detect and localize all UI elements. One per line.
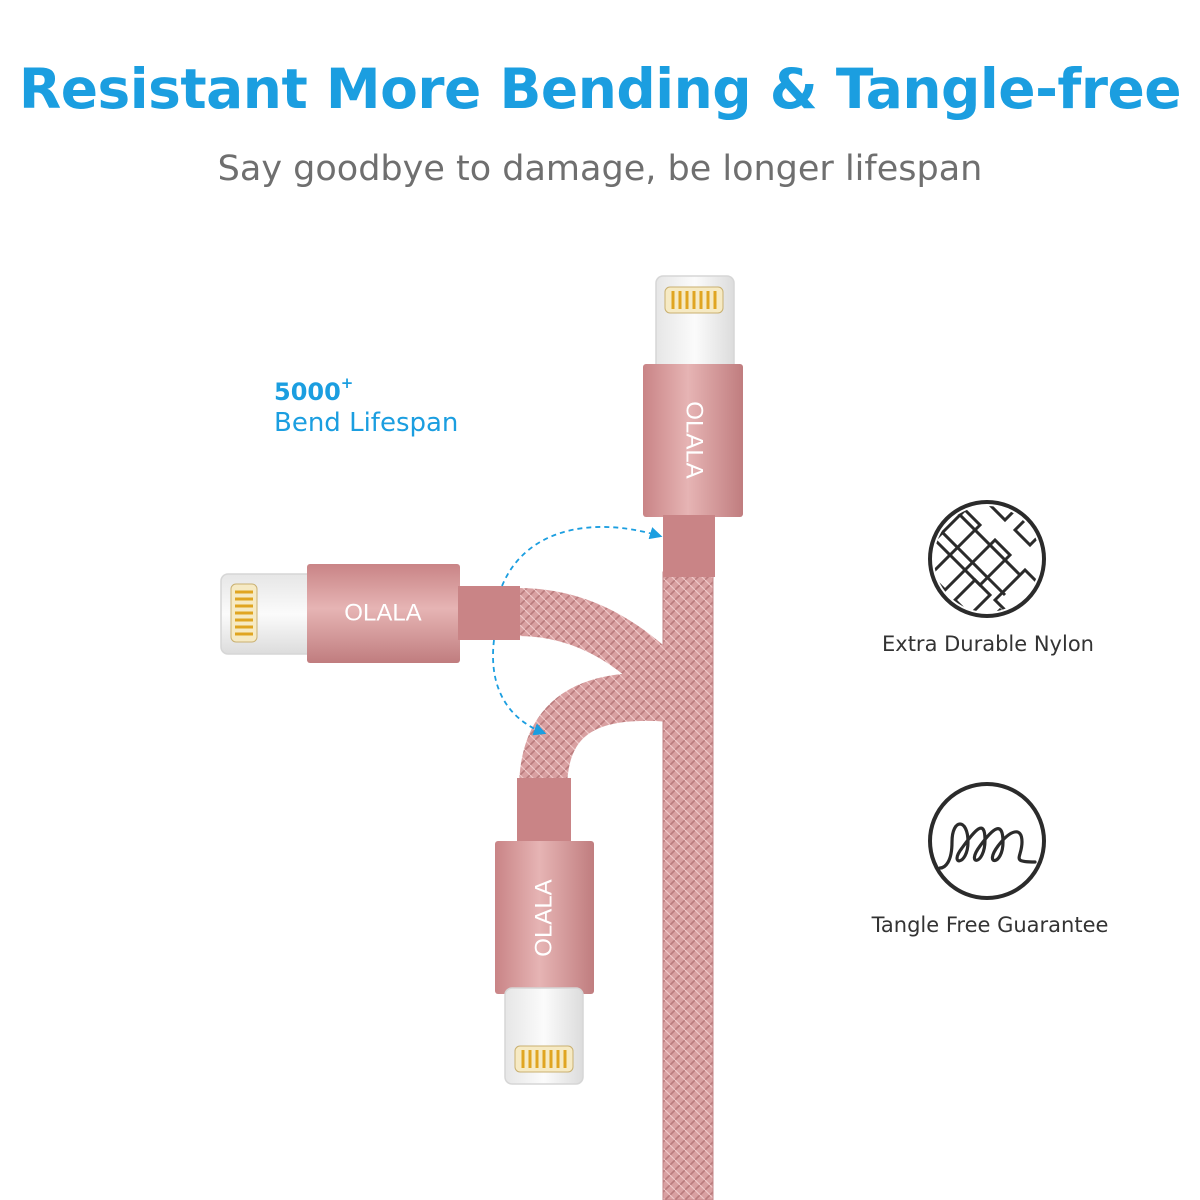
- weave-icon: [928, 500, 1046, 618]
- bottom-connector: OLALA: [495, 778, 594, 1085]
- bend-lifespan-label: Bend Lifespan: [274, 408, 459, 439]
- middle-bent-cable: [517, 588, 708, 722]
- bend-arrow-down: [492, 639, 547, 736]
- feature-label-tangle-free: Tangle Free Guarantee: [871, 913, 1109, 937]
- bend-lifespan-callout: 5000+ Bend Lifespan: [274, 374, 459, 439]
- svg-text:OLALA: OLALA: [681, 401, 708, 478]
- left-connector: OLALA: [220, 564, 520, 663]
- top-connector: OLALA: [643, 275, 743, 577]
- coil-icon: [928, 782, 1046, 900]
- feature-label-nylon: Extra Durable Nylon: [882, 632, 1094, 656]
- headline: Resistant More Bending & Tangle-free: [18, 57, 1182, 121]
- bend-arrow-up: [501, 526, 663, 587]
- svg-text:OLALA: OLALA: [530, 879, 557, 956]
- bend-count: 5000+: [274, 374, 354, 406]
- subheadline: Say goodbye to damage, be longer lifespa…: [217, 149, 983, 189]
- svg-text:OLALA: OLALA: [344, 599, 421, 626]
